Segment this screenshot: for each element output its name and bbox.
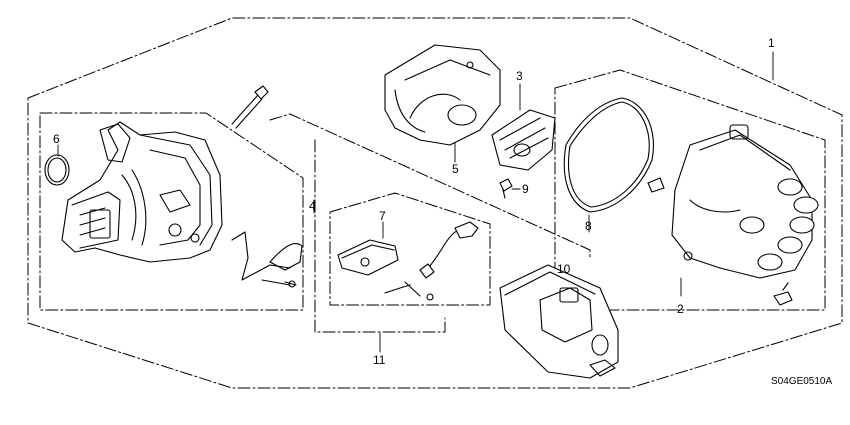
callout-5: 5: [452, 162, 459, 176]
callout-1: 1: [768, 36, 775, 50]
callout-2: 2: [677, 302, 684, 316]
rotor-part: [491, 109, 556, 171]
rotor-group-outline: [269, 113, 591, 333]
distributor-housing-part: [61, 85, 303, 288]
callout-9: 9: [522, 182, 529, 196]
callout-10: 10: [557, 262, 571, 276]
callout-8: 8: [585, 219, 592, 233]
callout-6: 6: [53, 132, 60, 146]
inner-cover-part: [384, 44, 501, 146]
callout-4: 4: [309, 199, 316, 213]
ignition-coil-part: [499, 264, 619, 379]
assembly-outline: [27, 17, 843, 389]
igniter-part: [337, 221, 479, 301]
callout-11: 11: [373, 353, 386, 367]
distributor-cap-part: [647, 124, 819, 306]
screw-part: [499, 178, 513, 199]
drawing-code: S04GE0510A: [771, 376, 833, 387]
leader-lines: [57, 51, 774, 353]
o-ring-part: [44, 154, 70, 186]
cap-seal-part: [563, 97, 654, 213]
housing-group-outline: [39, 112, 304, 311]
callout-3: 3: [516, 69, 523, 83]
igniter-group-outline: [329, 192, 491, 306]
callout-7: 7: [379, 209, 386, 223]
